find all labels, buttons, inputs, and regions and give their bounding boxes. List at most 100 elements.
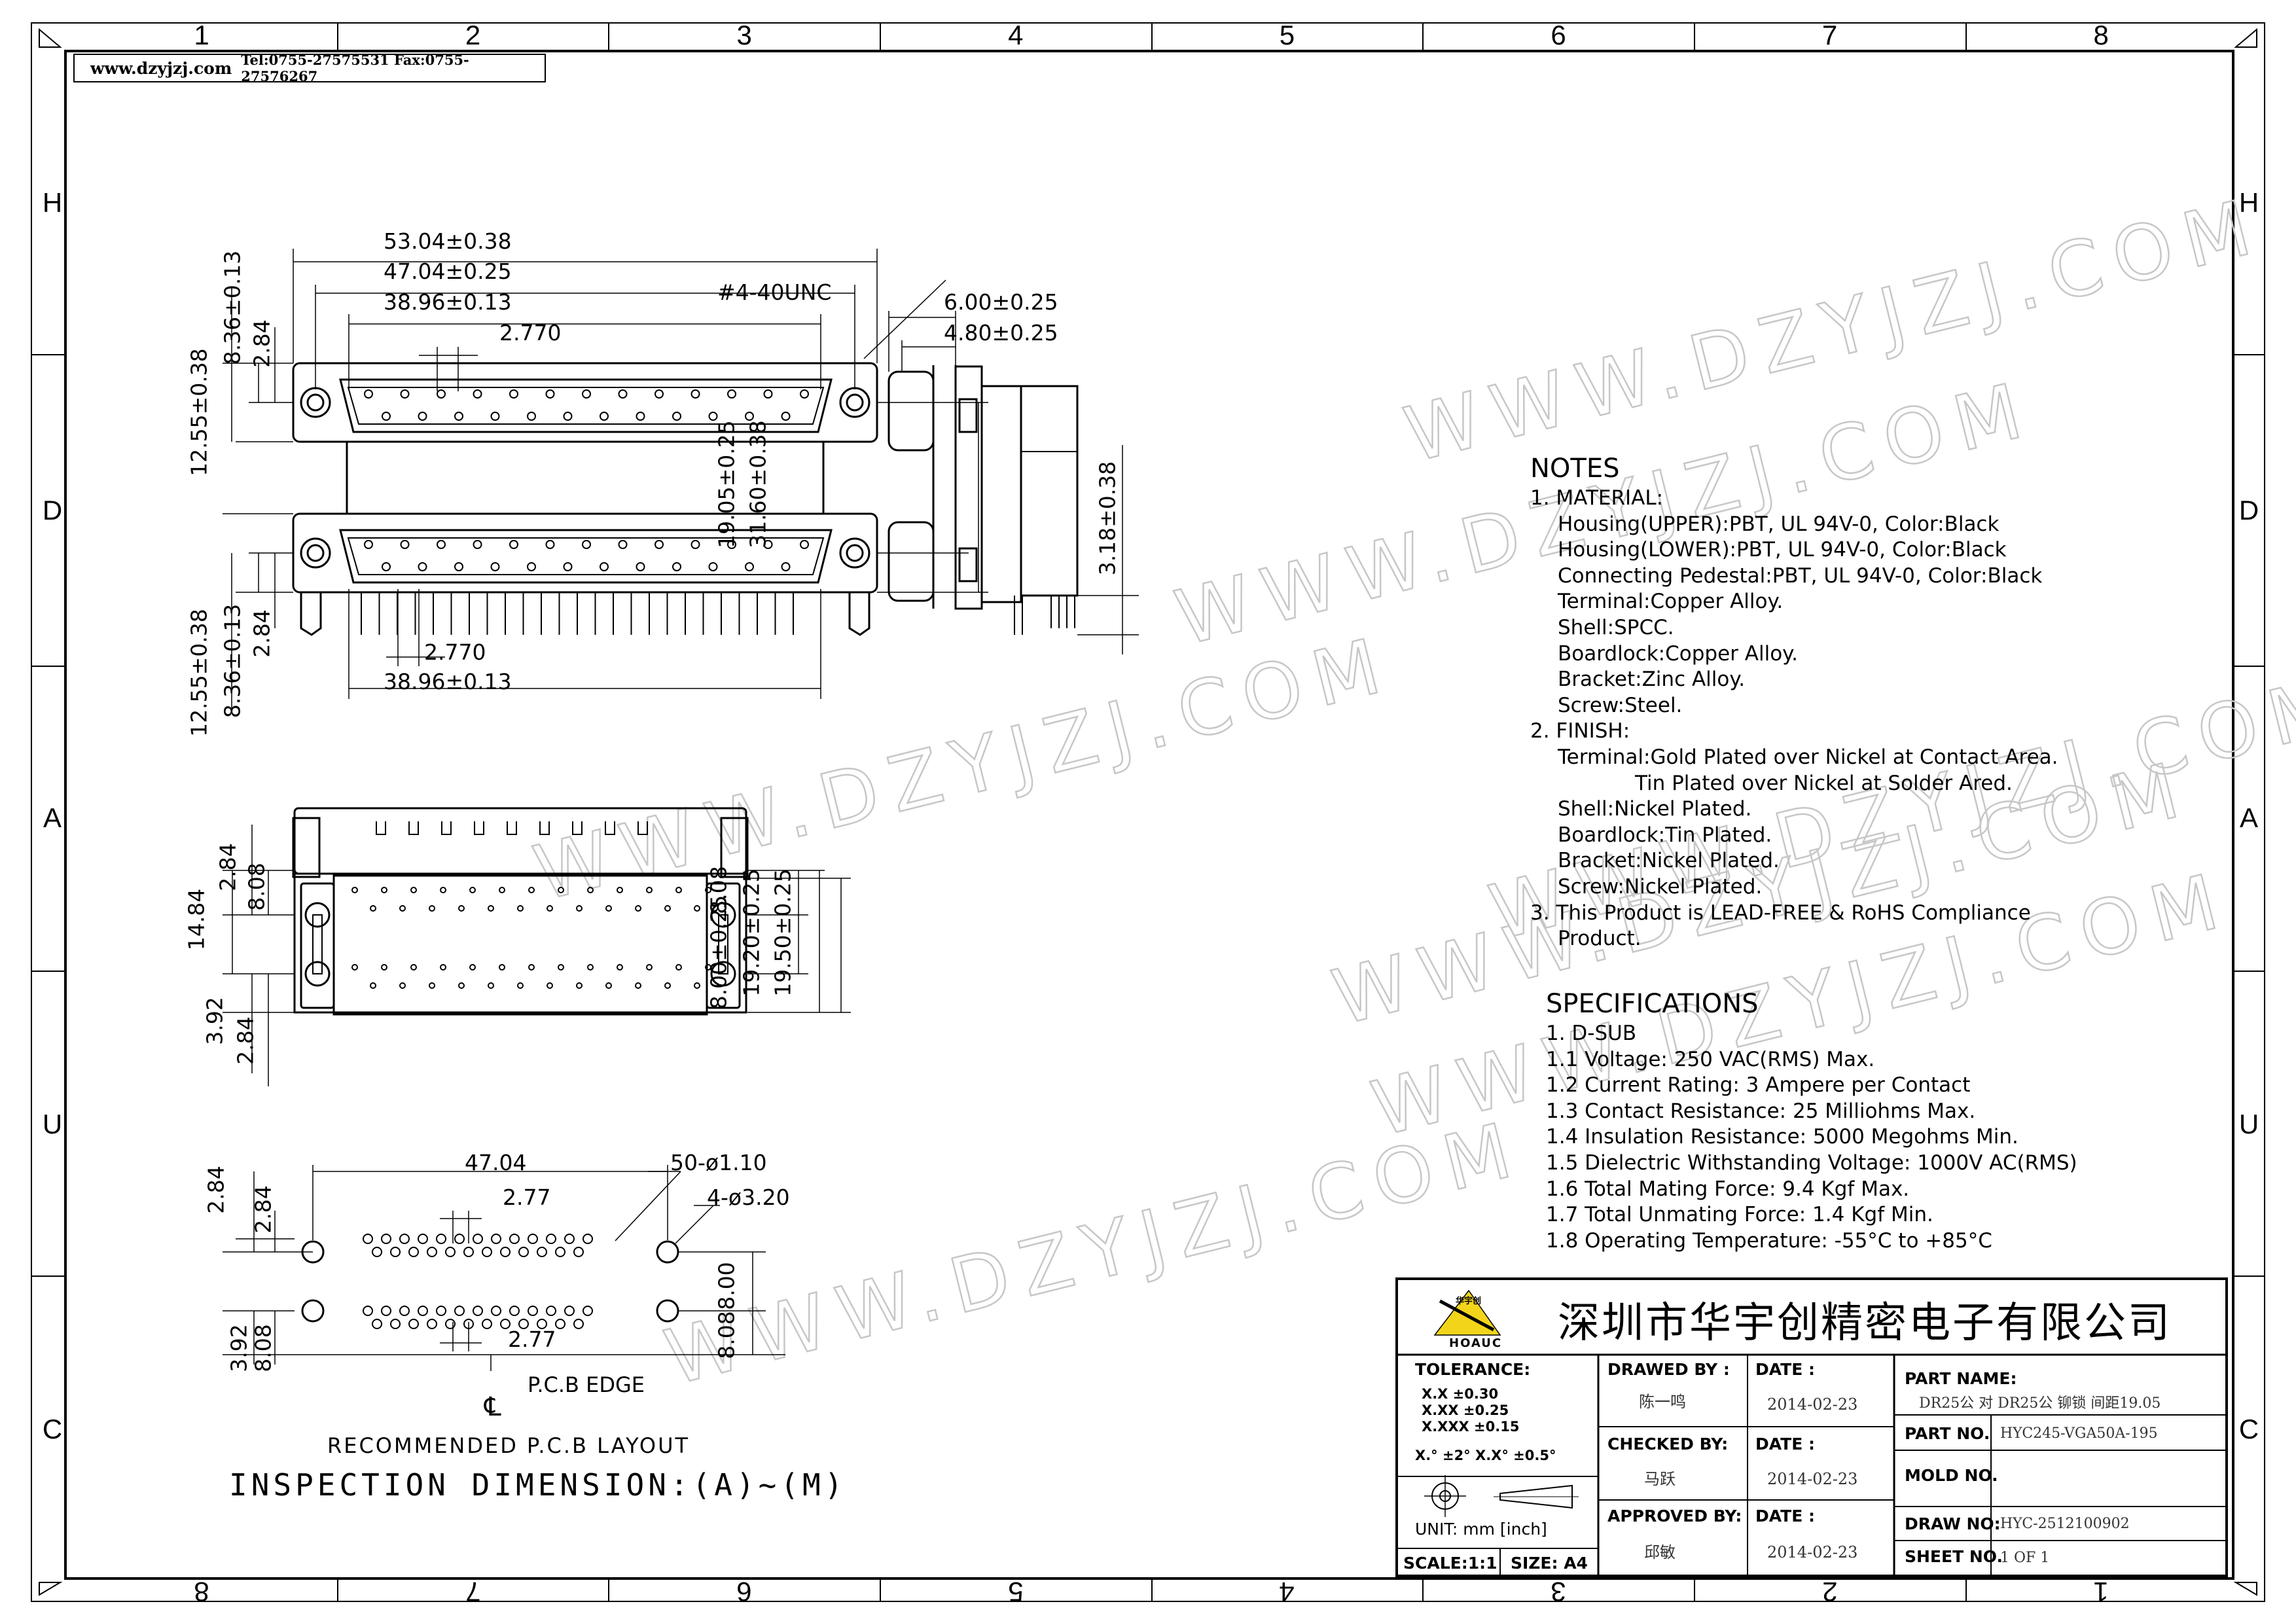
spec-line: 1.6 Total Mating Force: 9.4 Kgf Max. bbox=[1546, 1177, 1910, 1201]
spec-line: 1.4 Insulation Resistance: 5000 Megohms … bbox=[1546, 1125, 2018, 1149]
dim-row-spacing: 19.05±0.25 bbox=[713, 420, 740, 548]
zone-bottom-7: 1 bbox=[2093, 1577, 2109, 1607]
zone-left-0: H bbox=[42, 187, 63, 218]
checked-by-value: 马跃 bbox=[1644, 1470, 1676, 1488]
dim-side-3.18: 3.18±0.38 bbox=[1094, 461, 1121, 576]
zone-top-1: 2 bbox=[465, 20, 481, 50]
note-line: Screw:Steel. bbox=[1558, 693, 1683, 717]
note-line: Product. bbox=[1558, 927, 1641, 951]
dim-side-6.00: 6.00±0.25 bbox=[944, 289, 1058, 315]
approved-by-value: 邱敏 bbox=[1644, 1543, 1676, 1561]
dim-pitch-lower: 2.770 bbox=[424, 639, 486, 665]
part-no-value: HYC245-VGA50A-195 bbox=[2000, 1425, 2158, 1442]
note-line: Housing(UPPER):PBT, UL 94V-0, Color:Blac… bbox=[1558, 512, 2000, 536]
note-line: Housing(LOWER):PBT, UL 94V-0, Color:Blac… bbox=[1558, 538, 2007, 562]
zone-top-2: 3 bbox=[736, 20, 752, 50]
scale-label: SCALE:1:1 bbox=[1403, 1554, 1498, 1573]
note-line: Boardlock:Tin Plated. bbox=[1558, 823, 1772, 847]
company-name: 深圳市华宇创精密电子有限公司 bbox=[1558, 1299, 2172, 1347]
tolerance-x: X.X ±0.30 bbox=[1422, 1386, 1499, 1402]
notes-list: 1. MATERIAL:Housing(UPPER):PBT, UL 94V-0… bbox=[1530, 486, 2058, 952]
title-block: 华宇创 HOAUC 深圳市华宇创精密电子有限公司 TOLERANCE: X.X … bbox=[1395, 1277, 2228, 1577]
dim-pcb-2.84-a: 2.84 bbox=[203, 1166, 229, 1214]
date-label-2: DATE : bbox=[1755, 1435, 1815, 1454]
dim-upper-12.55: 12.55±0.38 bbox=[186, 348, 212, 476]
tolerance-angle: X.° ±2° X.X° ±0.5° bbox=[1415, 1448, 1556, 1463]
dim-lower-8.36: 8.36±0.13 bbox=[219, 603, 245, 719]
dim-pcb-47.04: 47.04 bbox=[465, 1150, 527, 1175]
zone-top-6: 7 bbox=[1821, 20, 1838, 50]
spec-line: 1.1 Voltage: 250 VAC(RMS) Max. bbox=[1546, 1047, 1875, 1071]
recommended-layout-title: RECOMMENDED P.C.B LAYOUT bbox=[327, 1433, 691, 1458]
tolerance-label: TOLERANCE: bbox=[1415, 1360, 1531, 1379]
zone-bottom-3: 5 bbox=[1008, 1577, 1024, 1607]
note-line: Boardlock:Copper Alloy. bbox=[1558, 641, 1798, 666]
unit-label: UNIT: mm [inch] bbox=[1415, 1520, 1547, 1539]
zone-top-4: 5 bbox=[1279, 20, 1295, 50]
dim-pcb-4-holes: 4-ø3.20 bbox=[707, 1185, 790, 1210]
front-view-drawing bbox=[223, 249, 988, 713]
note-line: 1. MATERIAL: bbox=[1530, 486, 1664, 510]
dim-side-4.80: 4.80±0.25 bbox=[944, 320, 1058, 346]
dim-screw-thread: #4-40UNC bbox=[717, 279, 832, 305]
dim-shell-width-lower: 38.96±0.13 bbox=[384, 669, 512, 694]
logo-cn-text: 华宇创 bbox=[1456, 1296, 1482, 1306]
note-line: Terminal:Gold Plated over Nickel at Cont… bbox=[1558, 745, 2058, 769]
spec-line: 1.2 Current Rating: 3 Ampere per Contact bbox=[1546, 1073, 1971, 1097]
zone-top-7: 8 bbox=[2093, 20, 2109, 50]
zone-top-5: 6 bbox=[1551, 20, 1566, 50]
note-line: Bracket:Zinc Alloy. bbox=[1558, 668, 1746, 692]
dim-bv-19.20: 19.20±0.25 bbox=[738, 868, 764, 997]
note-line: Shell:Nickel Plated. bbox=[1558, 797, 1752, 821]
zone-left-1: D bbox=[42, 495, 63, 526]
dim-bv-14.84: 14.84 bbox=[183, 888, 209, 951]
pcb-layout-drawing bbox=[223, 1165, 785, 1371]
zone-bottom-6: 2 bbox=[1821, 1577, 1838, 1607]
note-line: Screw:Nickel Plated. bbox=[1558, 874, 1763, 899]
drawn-by-value: 陈一鸣 bbox=[1639, 1393, 1686, 1411]
zone-right-3: U bbox=[2238, 1109, 2259, 1139]
date-value-3: 2014-02-23 bbox=[1767, 1543, 1858, 1561]
inspection-dimension-label: INSPECTION DIMENSION:(A)~(M) bbox=[229, 1467, 847, 1503]
dim-bv-2.84-top: 2.84 bbox=[215, 843, 241, 891]
zone-top-0: 1 bbox=[194, 20, 209, 50]
part-no-label: PART NO. bbox=[1905, 1424, 1990, 1443]
logo-text: HOAUC bbox=[1449, 1336, 1503, 1350]
dim-upper-2.84: 2.84 bbox=[249, 319, 275, 368]
dim-bv-19.50: 19.50±0.25 bbox=[770, 868, 796, 997]
zone-left-2: A bbox=[43, 802, 62, 833]
note-line: Shell:SPCC. bbox=[1558, 615, 1674, 639]
notes-heading: NOTES bbox=[1530, 454, 1620, 484]
dim-bv-8.08-left: 8.08 bbox=[243, 863, 270, 911]
zone-right-1: D bbox=[2238, 495, 2259, 526]
date-label-1: DATE : bbox=[1755, 1360, 1815, 1379]
note-line: 3. This Product is LEAD-FREE & RoHS Comp… bbox=[1530, 901, 2031, 925]
drawn-by-label: DRAWED BY : bbox=[1607, 1360, 1730, 1379]
date-value-2: 2014-02-23 bbox=[1767, 1470, 1858, 1488]
draw-no-label: DRAW NO: bbox=[1905, 1514, 2001, 1533]
website-url: www.dzyjzj.com bbox=[90, 58, 232, 78]
dim-pcb-2.84-b: 2.84 bbox=[250, 1185, 276, 1234]
bottom-view-drawing bbox=[223, 807, 851, 1086]
note-line: 2. FINISH: bbox=[1530, 719, 1630, 743]
title-block-grid bbox=[1395, 1277, 2228, 1577]
pcb-edge-label: P.C.B EDGE bbox=[528, 1372, 645, 1397]
dim-bv-2.84-bottom: 2.84 bbox=[232, 1016, 259, 1065]
contact-info: Tel:0755-27575531 Fax:0755-27576267 bbox=[241, 52, 469, 84]
dim-pitch-upper: 2.770 bbox=[499, 320, 562, 346]
size-label: SIZE: A4 bbox=[1511, 1554, 1588, 1573]
checked-by-label: CHECKED BY: bbox=[1607, 1435, 1729, 1454]
dim-lower-2.84: 2.84 bbox=[249, 609, 275, 658]
note-line: Bracket:Nickel Plated. bbox=[1558, 849, 1780, 873]
dim-pcb-3.92: 3.92 bbox=[226, 1324, 252, 1372]
draw-no-value: HYC-2512100902 bbox=[2000, 1516, 2130, 1532]
spec-line: 1.7 Total Unmating Force: 1.4 Kgf Min. bbox=[1546, 1203, 1933, 1227]
note-line: Connecting Pedestal:PBT, UL 94V-0, Color… bbox=[1558, 563, 2043, 588]
zone-top-3: 4 bbox=[1008, 20, 1024, 50]
mold-no-label: MOLD NO. bbox=[1905, 1466, 1998, 1485]
dim-shell-width-upper: 38.96±0.13 bbox=[384, 289, 512, 315]
dim-pcb-pitch-top: 2.77 bbox=[503, 1185, 551, 1210]
